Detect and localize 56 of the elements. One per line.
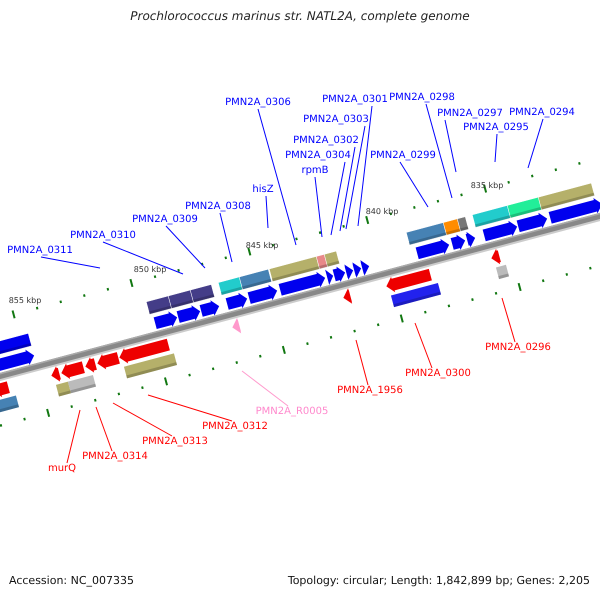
scale-label: 845 kbp	[246, 240, 278, 252]
gene-label: PMN2A_0314	[82, 451, 148, 463]
gene-label: PMN2A_0308	[185, 201, 251, 213]
gene-label: PMN2A_0301	[322, 94, 388, 106]
leader-line	[242, 370, 288, 406]
gene-label: PMN2A_0295	[463, 122, 529, 134]
gene-label: PMN2A_0306	[225, 97, 291, 109]
leader-line	[96, 406, 112, 452]
leader-line	[426, 104, 452, 198]
gene-label: PMN2A_0294	[509, 107, 575, 119]
gene-label: PMN2A_0310	[70, 230, 136, 242]
gene-label: hisZ	[252, 184, 274, 196]
leader-line	[358, 106, 372, 226]
leader-line	[494, 134, 498, 162]
leader-line	[502, 298, 516, 342]
leader-line	[400, 162, 428, 208]
gene-label: PMN2A_0296	[485, 342, 551, 354]
accession-text: Accession: NC_007335	[9, 575, 134, 587]
scale-label: 840 kbp	[366, 206, 398, 218]
scale-label: 850 kbp	[134, 264, 166, 276]
title: Prochlorococcus marinus str. NATL2A, complete genome	[129, 10, 471, 22]
gene-label: PMN2A_0312	[202, 421, 268, 433]
scale-label: 835 kbp	[470, 180, 504, 192]
leader-line	[40, 256, 100, 268]
leader-line	[346, 126, 366, 230]
leader-line	[528, 118, 544, 168]
leader-line	[314, 176, 322, 238]
leader-line	[330, 162, 346, 236]
gene-label: PMN2A_0297	[437, 108, 503, 120]
gene-label: PMN2A_0313	[142, 436, 208, 448]
leader-line	[66, 410, 80, 464]
leader-line	[112, 402, 172, 436]
gene-label: PMN2A_0300	[405, 368, 471, 380]
scale-label: 855 kbp	[8, 295, 42, 307]
genome-summary-text: Topology: circular; Length: 1,842,899 bp; Genes: 2,205	[288, 575, 590, 587]
leader-line	[102, 242, 184, 274]
gene-label: PMN2A_0303	[303, 114, 369, 126]
gene-label: PMN2A_0302	[293, 135, 359, 147]
leader-line	[148, 394, 232, 422]
leader-line	[266, 196, 268, 228]
gene-label: PMN2A_0311	[7, 245, 73, 257]
gene-label: PMN2A_0309	[132, 214, 198, 226]
leader-line	[414, 322, 432, 368]
gene-label: PMN2A_0304	[285, 150, 351, 162]
leader-line	[356, 340, 368, 386]
leader-line	[166, 226, 206, 268]
gene-label: murQ	[48, 463, 76, 475]
gene-label: rpmB	[301, 165, 329, 177]
leader-line	[220, 212, 232, 262]
leader-line	[258, 108, 296, 246]
gene-label: PMN2A_0299	[370, 150, 436, 162]
gene-label: PMN2A_0298	[389, 92, 455, 104]
leader-line	[444, 120, 456, 172]
gene-label: PMN2A_R0005	[256, 406, 328, 418]
leader-line	[340, 146, 356, 232]
gene-label: PMN2A_1956	[337, 385, 403, 397]
